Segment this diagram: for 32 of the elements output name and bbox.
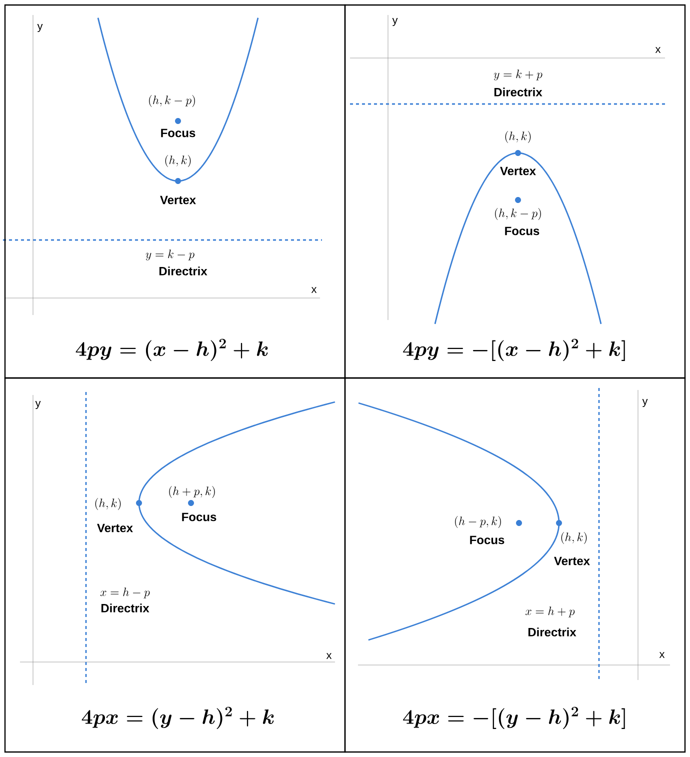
- coordinate-label: $(h,k)$: [93, 497, 123, 511]
- directrix-label: Directrix: [101, 604, 150, 612]
- point-label: Focus: [161, 128, 196, 138]
- point-label: Focus: [505, 226, 540, 236]
- coordinate-label: $(h-p,k)$: [452, 515, 504, 529]
- directrix-equation: $x=h-p$: [99, 586, 151, 600]
- point-label: Focus: [470, 536, 504, 544]
- axis-label: y: [642, 398, 648, 408]
- axis-label: y: [392, 18, 398, 26]
- axis-label: x: [326, 653, 332, 659]
- point-label: Vertex: [554, 556, 590, 566]
- point-label: Focus: [182, 512, 216, 522]
- coordinate-label: $(h,k)$: [559, 531, 589, 545]
- directrix-equation: $y=k-p$: [144, 248, 196, 262]
- axis-label: x: [659, 652, 665, 658]
- coordinate-label: $(h,k)$: [163, 154, 193, 168]
- directrix-equation: $y=k+p$: [492, 68, 544, 82]
- point-label: Vertex: [500, 166, 536, 176]
- directrix-label: Directrix: [528, 628, 576, 636]
- coordinate-label: $(h+p,k)$: [166, 485, 218, 499]
- coordinate-label: $(h,k)$: [503, 130, 533, 144]
- directrix-label: Directrix: [494, 88, 542, 96]
- axis-label: y: [35, 400, 41, 410]
- point-label: Vertex: [160, 196, 196, 204]
- coordinate-label: $(h,k-p)$: [146, 94, 198, 108]
- axis-label: x: [655, 47, 661, 53]
- coordinate-label: $(h,k-p)$: [492, 207, 544, 221]
- directrix-equation: $x=h+p$: [524, 606, 576, 618]
- axis-label: x: [311, 287, 317, 293]
- point-label: Vertex: [97, 524, 133, 532]
- directrix-label: Directrix: [159, 266, 208, 276]
- axis-label: y: [37, 24, 43, 32]
